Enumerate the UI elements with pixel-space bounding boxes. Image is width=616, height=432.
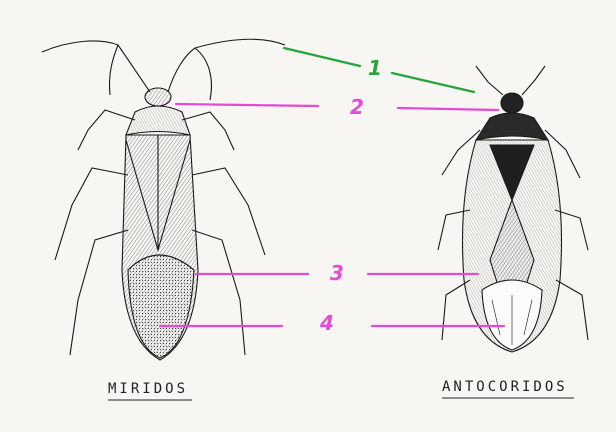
leader-2-right (398, 108, 498, 110)
mirid-caption: MIRIDOS (108, 381, 188, 397)
callout-number-4: 4 (320, 313, 334, 333)
mirid-bug (42, 39, 285, 360)
anthocorid-caption: ANTOCORIDOS (442, 379, 568, 395)
mirid-pronotum (126, 106, 190, 135)
anthocorid-head (501, 93, 523, 113)
mirid-antenna-right-tip (195, 48, 211, 100)
callout-number-2: 2 (350, 97, 364, 117)
mirid-membrane (128, 255, 194, 358)
mirid-antenna-left (42, 41, 150, 92)
callout-number-3: 3 (330, 263, 344, 283)
mirid-antenna-right (168, 39, 285, 92)
mirid-antenna-left-tip (109, 45, 118, 95)
anthocorid-pronotum (476, 113, 548, 140)
mirid-head (145, 88, 171, 106)
callout-number-1: 1 (368, 58, 382, 78)
leader-2-left (176, 104, 318, 106)
